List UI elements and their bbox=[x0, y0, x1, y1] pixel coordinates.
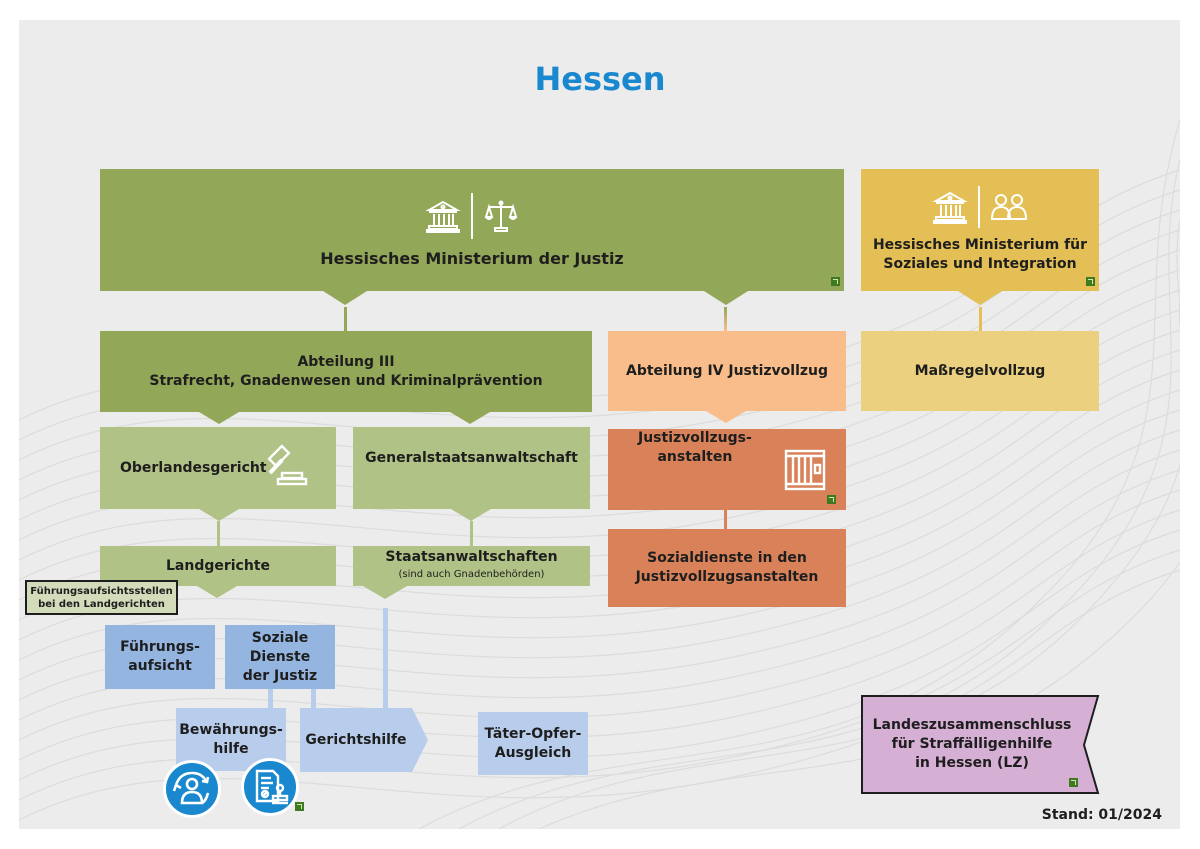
prison-cell-icon bbox=[784, 449, 826, 491]
person-cycle-icon[interactable] bbox=[163, 760, 221, 818]
external-link-icon[interactable] bbox=[295, 802, 304, 811]
soziale-dienste-label-line1: Soziale Dienste bbox=[249, 629, 311, 665]
node-ministry-social[interactable]: Hessisches Ministerium für Soziales und … bbox=[861, 169, 1099, 291]
ministry-social-label-line2: Soziales und Integration bbox=[883, 256, 1077, 272]
fa-stellen-label-line2: bei den Landgerichten bbox=[38, 598, 165, 610]
node-taeter-opfer-ausgleich[interactable]: Täter-Opfer- Ausgleich bbox=[478, 712, 588, 775]
landgerichte-label: Landgerichte bbox=[165, 557, 271, 574]
people-icon bbox=[990, 194, 1028, 220]
connector-arrow bbox=[704, 291, 748, 305]
node-soziale-dienste[interactable]: Soziale Dienste der Justiz bbox=[225, 625, 335, 689]
node-sozialdienste-jva[interactable]: Sozialdienste in den Justizvollzugsansta… bbox=[608, 529, 846, 607]
connector-arrow bbox=[199, 509, 239, 521]
connector-line bbox=[724, 307, 727, 331]
node-generalstaatsanwaltschaft[interactable]: Generalstaatsanwaltschaft bbox=[353, 427, 590, 509]
connector-line bbox=[470, 521, 473, 546]
justizvollzugsanstalten-label-line1: Justizvollzugs- bbox=[638, 430, 752, 446]
connector-arrow bbox=[706, 411, 746, 423]
ministry-justice-icons bbox=[425, 192, 519, 239]
toa-label-line1: Täter-Opfer- bbox=[484, 725, 582, 742]
connector-arrow bbox=[197, 586, 237, 598]
node-lz[interactable]: Landeszusammenschluss für Straffälligenh… bbox=[862, 696, 1082, 793]
justizvollzugsanstalten-label-line2: anstalten bbox=[657, 449, 733, 465]
connector-arrow bbox=[363, 586, 407, 599]
connector-line bbox=[311, 689, 316, 708]
icon-divider bbox=[978, 186, 980, 228]
scales-of-justice-icon bbox=[484, 200, 518, 232]
connector-line bbox=[979, 307, 982, 331]
node-fa-stellen[interactable]: Führungsaufsichtsstellen bei den Landger… bbox=[25, 580, 178, 615]
node-abteilung-iv[interactable]: Abteilung IV Justizvollzug bbox=[608, 331, 846, 411]
node-oberlandesgericht[interactable]: Oberlandesgericht bbox=[100, 427, 336, 509]
sozialdienste-jva-label-line2: Justizvollzugsanstalten bbox=[635, 569, 819, 585]
abteilung-iii-label-line1: Abteilung III bbox=[297, 353, 395, 370]
node-fuehrungsaufsicht[interactable]: Führungs- aufsicht bbox=[105, 625, 215, 689]
node-staatsanwaltschaften[interactable]: Staatsanwaltschaften (sind auch Gnadenbe… bbox=[353, 546, 590, 586]
oberlandesgericht-label: Oberlandesgericht bbox=[120, 459, 267, 476]
massregelvollzug-label: Maßregelvollzug bbox=[914, 362, 1046, 379]
ministry-social-icons bbox=[932, 186, 1028, 228]
document-stamp-icon[interactable] bbox=[241, 758, 299, 816]
fuehrungsaufsicht-label-line2: aufsicht bbox=[128, 658, 192, 674]
toa-label-line2: Ausgleich bbox=[494, 744, 572, 761]
connector-arrow bbox=[958, 291, 1002, 305]
fa-stellen-label-line1: Führungsaufsichtsstellen bbox=[30, 585, 173, 597]
connector-arrow bbox=[450, 412, 490, 424]
icon-divider bbox=[471, 192, 473, 239]
lz-label-line2: für Straffälligenhilfe bbox=[891, 736, 1053, 752]
external-link-icon[interactable] bbox=[1069, 778, 1078, 787]
connector-arrow bbox=[199, 412, 239, 424]
abteilung-iv-label: Abteilung IV Justizvollzug bbox=[625, 362, 828, 379]
lz-label-line3: in Hessen (LZ) bbox=[915, 755, 1029, 771]
justizvollzugsanstalten-text: Justizvollzugs- anstalten bbox=[638, 429, 752, 467]
page-title: Hessen bbox=[534, 60, 666, 98]
staatsanwaltschaften-note: (sind auch Gnadenbehörden) bbox=[398, 569, 545, 580]
gerichtshilfe-label: Gerichtshilfe bbox=[305, 731, 407, 748]
fuehrungsaufsicht-label-line1: Führungs- bbox=[120, 639, 200, 655]
staatsanwaltschaften-label: Staatsanwaltschaften bbox=[385, 549, 558, 565]
node-abteilung-iii[interactable]: Abteilung III Strafrecht, Gnadenwesen un… bbox=[100, 331, 592, 412]
connector-arrow bbox=[451, 509, 491, 521]
ministry-justice-label: Hessisches Ministerium der Justiz bbox=[320, 248, 624, 268]
gavel-icon bbox=[267, 444, 308, 486]
external-link-icon[interactable] bbox=[1086, 277, 1095, 286]
soziale-dienste-label-line2: der Justiz bbox=[242, 667, 318, 684]
ministry-social-label-line1: Hessisches Ministerium für bbox=[872, 237, 1088, 253]
node-gerichtshilfe[interactable]: Gerichtshilfe bbox=[300, 708, 412, 772]
connector-arrow bbox=[323, 291, 367, 305]
connector-line bbox=[344, 307, 347, 331]
node-gerichtshilfe-shape bbox=[300, 708, 428, 772]
external-link-icon[interactable] bbox=[831, 277, 840, 286]
government-building-icon bbox=[932, 191, 968, 224]
generalstaatsanwaltschaft-label: Generalstaatsanwaltschaft bbox=[365, 450, 578, 466]
sozialdienste-jva-label-line1: Sozialdienste in den bbox=[647, 550, 807, 566]
bewaehrungshilfe-label-line2: hilfe bbox=[213, 741, 249, 757]
connector-line bbox=[217, 521, 220, 546]
bewaehrungshilfe-label-line1: Bewährungs- bbox=[179, 722, 283, 738]
node-landgerichte[interactable]: Landgerichte bbox=[100, 546, 336, 586]
connector-line bbox=[724, 510, 727, 530]
node-justizvollzugsanstalten[interactable]: Justizvollzugs- anstalten bbox=[608, 429, 846, 510]
connector-line bbox=[383, 608, 388, 713]
node-lz-shape bbox=[861, 695, 1100, 794]
lz-label-line1: Landeszusammenschluss bbox=[872, 717, 1072, 733]
government-building-icon bbox=[425, 200, 461, 233]
node-massregelvollzug[interactable]: Maßregelvollzug bbox=[861, 331, 1099, 411]
abteilung-iii-label-line2: Strafrecht, Gnadenwesen und Kriminalpräv… bbox=[149, 372, 543, 389]
external-link-icon[interactable] bbox=[827, 495, 836, 504]
node-ministry-justice[interactable]: Hessisches Ministerium der Justiz bbox=[100, 169, 844, 291]
stand-date: Stand: 01/2024 bbox=[1041, 807, 1162, 823]
connector-line bbox=[268, 689, 273, 708]
